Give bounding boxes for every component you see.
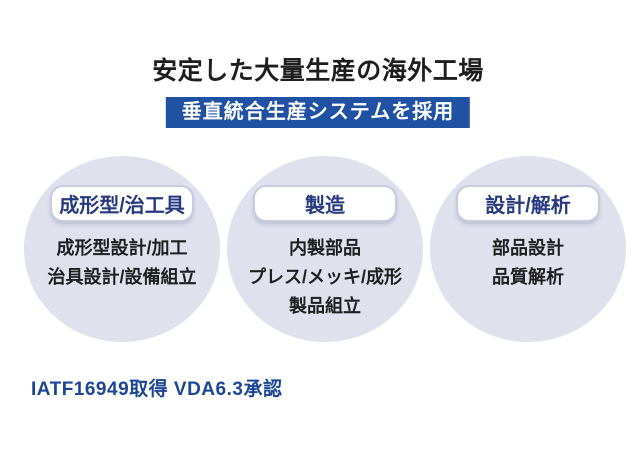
circle-manufacturing-label-pill: 製造	[253, 185, 397, 222]
circle-design-analysis: 設計/解析 部品設計 品質解析	[430, 156, 626, 342]
circle-manufacturing-description: 内製部品 プレス/メッキ/成形 製品組立	[248, 234, 402, 321]
circle-description-line: 治具設計/設備組立	[47, 267, 197, 287]
circle-description-line: 製品組立	[288, 296, 361, 316]
circle-design-analysis-label-pill: 設計/解析	[456, 185, 600, 222]
page-title: 安定した大量生産の海外工場	[152, 57, 484, 85]
circle-description-line: プレス/メッキ/成形	[247, 267, 402, 287]
circle-manufacturing: 製造 内製部品 プレス/メッキ/成形 製品組立	[227, 156, 423, 342]
banner: 垂直統合生産システムを採用	[165, 97, 471, 128]
circle-description-line: 品質解析	[492, 267, 564, 287]
circle-description-line: 部品設計	[492, 238, 564, 258]
circle-design-analysis-description: 部品設計 品質解析	[492, 234, 564, 292]
certification-note: IATF16949取得 VDA6.3承認	[31, 379, 283, 400]
circle-description-line: 内製部品	[288, 238, 361, 258]
circle-mold-jig: 成形型/治工具 成形型設計/加工 治具設計/設備組立	[24, 156, 220, 342]
circle-description-line: 成形型設計/加工	[56, 238, 188, 258]
circle-mold-jig-description: 成形型設計/加工 治具設計/設備組立	[47, 234, 196, 292]
process-circles: 成形型/治工具 成形型設計/加工 治具設計/設備組立 製造 内製部品 プレス/メ…	[24, 156, 626, 342]
circle-mold-jig-label-pill: 成形型/治工具	[50, 185, 194, 222]
